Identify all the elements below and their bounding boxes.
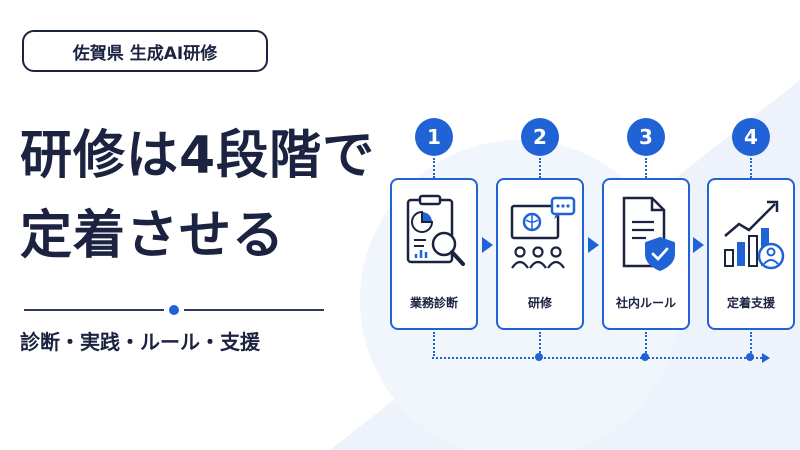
progress-timeline: [432, 357, 762, 359]
subheadline: 診断・実践・ルール・支援: [20, 330, 260, 354]
divider-dot: [169, 305, 179, 315]
step-3-label: 社内ルール: [615, 296, 676, 310]
step-3-lower-connector: [645, 332, 647, 356]
step-4-card: 定着支援: [707, 178, 795, 330]
divider: [24, 305, 324, 315]
step-2-card: 研修: [496, 178, 584, 330]
step-2-lower-connector: [539, 332, 541, 356]
step-1-connector: [433, 158, 435, 178]
brain-presentation-audience-icon: [510, 196, 576, 269]
timeline-dot-4: [746, 353, 754, 361]
step-4-number: 4: [732, 118, 770, 156]
step-3-connector: [645, 158, 647, 178]
step-2-connector: [539, 158, 541, 178]
growth-chart-user-icon: [724, 200, 785, 270]
timeline-dot-3: [641, 353, 649, 361]
step-1-card: 業務診断: [390, 178, 478, 330]
headline-line-2: 定着させる: [20, 206, 286, 266]
step-2-label: 研修: [527, 296, 552, 310]
timeline-arrowhead: [762, 353, 770, 363]
step-3-number: 3: [627, 118, 665, 156]
badge-text: 佐賀県 生成AI研修: [72, 43, 218, 64]
document-shield-check-icon: [622, 196, 675, 272]
region-badge: 佐賀県 生成AI研修: [22, 30, 268, 72]
step-4-label: 定着支援: [726, 296, 775, 310]
step-4-lower-connector: [750, 332, 752, 356]
step-4-connector: [750, 158, 752, 178]
timeline-dot-2: [535, 353, 543, 361]
step-3-card: 社内ルール: [602, 178, 690, 330]
step-1-label: 業務診断: [409, 296, 458, 310]
arrow-3-4: [693, 237, 704, 253]
arrow-2-3: [588, 237, 599, 253]
headline-line-1: 研修は4段階で: [20, 126, 376, 186]
clipboard-chart-magnifier-icon: [406, 194, 465, 266]
step-2-number: 2: [521, 118, 559, 156]
step-1-lower-connector: [433, 332, 435, 356]
step-1-number: 1: [415, 118, 453, 156]
arrow-1-2: [482, 237, 493, 253]
